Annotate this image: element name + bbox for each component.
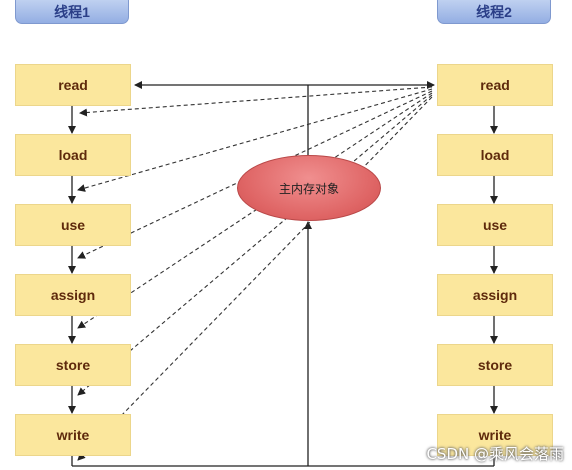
t1-step-store: store: [15, 344, 131, 386]
t1-step-use: use: [15, 204, 131, 246]
t1-step-load: load: [15, 134, 131, 176]
dash-to-t1-load: [77, 88, 433, 192]
dashed-fan: [77, 86, 433, 461]
dash-to-t1-store: [77, 94, 433, 396]
dash-to-t1-use: [77, 90, 433, 259]
main-memory-object: 主内存对象: [237, 155, 381, 221]
main-memory-label: 主内存对象: [278, 181, 339, 196]
thread1-title: 线程1: [15, 0, 129, 24]
t1-step-read: read: [15, 64, 131, 106]
dash-to-t1-write: [77, 96, 433, 461]
t2-step-assign: assign: [437, 274, 553, 316]
dash-to-t1-assign: [77, 92, 433, 329]
t2-step-store: store: [437, 344, 553, 386]
watermark: CSDN @乘风会落雨: [426, 445, 564, 463]
t1-step-assign: assign: [15, 274, 131, 316]
t2-step-use: use: [437, 204, 553, 246]
t2-step-load: load: [437, 134, 553, 176]
t2-step-read: read: [437, 64, 553, 106]
t2-step-write: write: [437, 414, 553, 456]
t1-step-write: write: [15, 414, 131, 456]
thread2-title: 线程2: [437, 0, 551, 24]
dash-to-t1-read: [79, 86, 433, 117]
